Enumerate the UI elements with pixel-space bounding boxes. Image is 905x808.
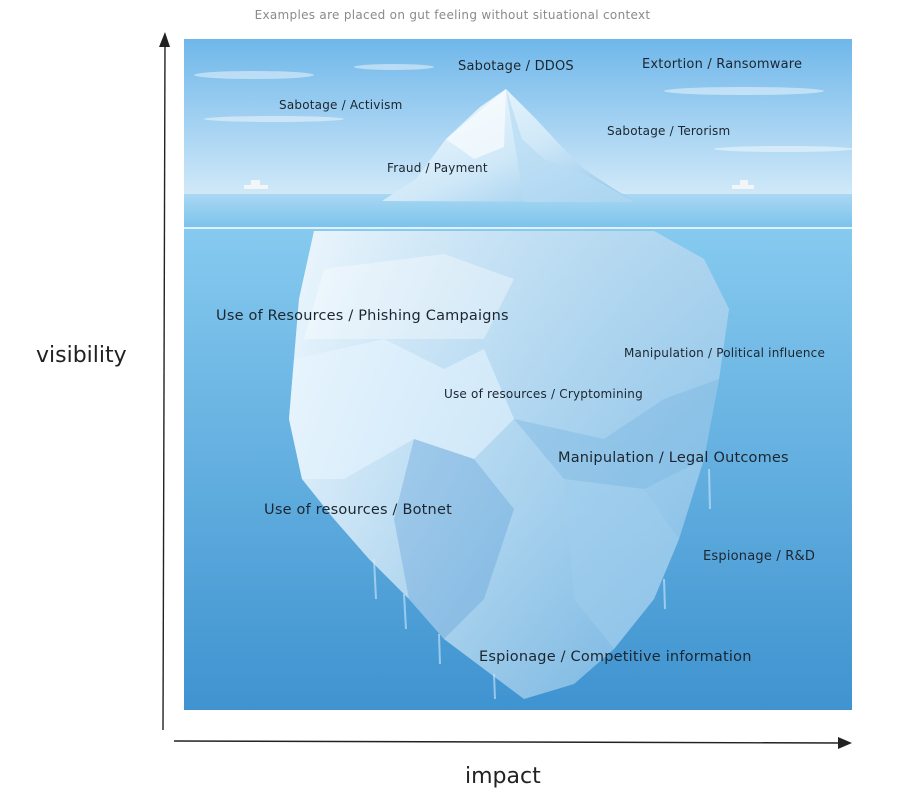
x-axis-label: impact: [465, 764, 541, 789]
ship-left: [244, 180, 268, 189]
ship-right: [732, 180, 754, 189]
label-manipulation-legal: Manipulation / Legal Outcomes: [558, 450, 789, 466]
label-sabotage-ddos: Sabotage / DDOS: [458, 59, 574, 74]
label-fraud-payment: Fraud / Payment: [387, 161, 488, 175]
y-axis-line: [162, 39, 166, 731]
label-espionage-rd: Espionage / R&D: [703, 549, 816, 564]
label-manipulation-political: Manipulation / Political influence: [624, 346, 826, 360]
x-axis-line: [173, 740, 843, 744]
label-resources-botnet: Use of resources / Botnet: [264, 502, 452, 518]
label-sabotage-activism: Sabotage / Activism: [279, 98, 403, 112]
clouds: [194, 64, 852, 152]
label-espionage-competitive: Espionage / Competitive information: [479, 649, 752, 665]
label-resources-phishing: Use of Resources / Phishing Campaigns: [216, 308, 509, 324]
y-axis-arrowhead: [159, 32, 170, 47]
y-axis-label: visibility: [36, 343, 127, 368]
label-sabotage-terrorism: Sabotage / Terorism: [607, 124, 731, 138]
x-axis-arrowhead: [838, 737, 852, 749]
iceberg-illustration: Sabotage / DDOS Extortion / Ransomware S…: [184, 39, 852, 710]
diagram-subtitle: Examples are placed on gut feeling witho…: [254, 8, 651, 22]
icicles: [373, 468, 711, 700]
label-resources-cryptomining: Use of resources / Cryptomining: [444, 387, 643, 401]
label-extortion-ransomware: Extortion / Ransomware: [642, 57, 803, 72]
